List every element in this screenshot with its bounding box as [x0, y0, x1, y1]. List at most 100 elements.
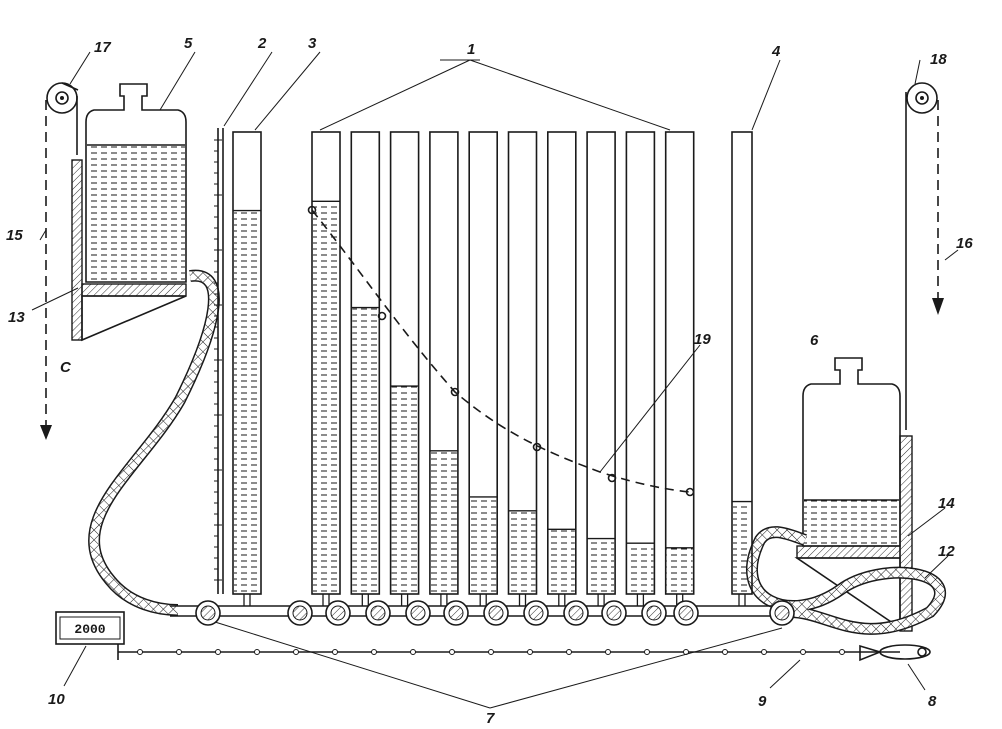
label-5: 5	[184, 35, 193, 52]
measuring-tubes	[195, 131, 795, 626]
callout-labels: 1 2 3 4 5 6 7 8 9 10 12 13 14 15 16 17 1…	[6, 35, 973, 727]
label-14: 14	[938, 495, 955, 512]
pull-handle	[859, 644, 931, 662]
indicator-tube	[232, 131, 262, 595]
label-8: 8	[928, 693, 937, 710]
row-tube-3	[389, 131, 420, 595]
rod-bead	[761, 649, 767, 655]
rod-bead	[839, 649, 845, 655]
row-tube-1	[311, 131, 341, 595]
valve-core-11	[646, 605, 662, 621]
right-tube	[731, 131, 753, 595]
rod-bead	[644, 649, 650, 655]
rod-bead	[722, 649, 728, 655]
label-3: 3	[308, 35, 317, 52]
row-tube-3-water	[391, 386, 418, 594]
rod-bead	[332, 649, 338, 655]
row-tube-9-water	[627, 543, 654, 594]
row-tube-8-water	[588, 538, 615, 594]
left-vessel	[85, 83, 187, 283]
rod-bead	[293, 649, 299, 655]
left-shelf	[81, 283, 187, 297]
valve-core-7	[488, 605, 504, 621]
valve-core-12	[678, 605, 694, 621]
row-tube-10	[664, 131, 695, 595]
left-shelf-bracket	[81, 295, 187, 342]
left-rail	[71, 159, 83, 341]
row-tube-7-water	[548, 529, 575, 594]
valve-core-3	[330, 605, 346, 621]
right-shelf-bracket	[794, 557, 901, 630]
curve-markers	[307, 205, 695, 497]
right-hose-braid	[747, 527, 945, 634]
valve-core-10	[606, 605, 622, 621]
leader-lines	[31, 51, 959, 709]
rod-bead	[449, 649, 455, 655]
label-17: 17	[94, 39, 111, 56]
rod-bead	[410, 649, 416, 655]
valve-core-1	[200, 605, 216, 621]
rod-bead	[488, 649, 494, 655]
valve-core-4	[370, 605, 386, 621]
right-rail	[899, 435, 913, 632]
label-12: 12	[938, 543, 955, 560]
row-tube-10-water	[666, 547, 693, 594]
valve-core-2	[292, 605, 308, 621]
rod-bead	[176, 649, 182, 655]
label-16: 16	[956, 235, 973, 252]
rod-bead	[605, 649, 611, 655]
left-descent-arrow	[40, 425, 52, 440]
row-tube-6-water	[509, 510, 536, 594]
label-7: 7	[486, 710, 495, 727]
right-pulley	[906, 82, 938, 114]
label-4: 4	[771, 43, 781, 60]
label-18: 18	[930, 51, 947, 68]
rod-beads	[137, 649, 845, 655]
label-2: 2	[257, 35, 267, 52]
row-tube-1-water	[313, 201, 339, 595]
rod-bead	[527, 649, 533, 655]
row-tube-2	[350, 131, 381, 595]
right-vessel-water	[804, 500, 899, 545]
label-19: 19	[694, 331, 711, 348]
rod-bead	[254, 649, 260, 655]
row-tube-9	[625, 131, 656, 595]
right-vessel	[802, 357, 901, 547]
indicator-tube-water	[234, 210, 260, 595]
valve-core-9	[568, 605, 584, 621]
valve-core-5	[410, 605, 426, 621]
pressure-curve	[311, 209, 691, 493]
right-tube-water	[733, 501, 751, 594]
row-tube-4-water	[430, 450, 457, 594]
left-cord	[61, 82, 79, 91]
row-tube-8	[586, 131, 616, 595]
counter-box: 2000	[55, 611, 125, 645]
row-tube-5	[468, 131, 499, 595]
label-1: 1	[467, 41, 475, 58]
label-13: 13	[8, 309, 25, 326]
label-10: 10	[48, 691, 65, 708]
counter-value: 2000	[74, 622, 105, 637]
right-descent-arrow	[932, 298, 944, 315]
row-tube-5-water	[470, 496, 497, 594]
rod-bead	[371, 649, 377, 655]
rod-bead	[566, 649, 572, 655]
label-15: 15	[6, 227, 23, 244]
valve-core-13	[774, 605, 790, 621]
label-9: 9	[758, 693, 767, 710]
valve-core-8	[528, 605, 544, 621]
row-tube-4	[429, 131, 459, 595]
rod-bead	[800, 649, 806, 655]
valve-core-6	[448, 605, 464, 621]
label-6: 6	[810, 332, 819, 349]
left-vessel-water	[87, 145, 185, 281]
rod-bead	[215, 649, 221, 655]
row-tube-7	[546, 131, 577, 595]
row-tube-2-water	[352, 307, 379, 594]
scale-ruler	[214, 128, 224, 594]
left-hose-braid	[89, 271, 219, 615]
right-shelf	[796, 545, 901, 559]
rod-bead	[137, 649, 143, 655]
row-tube-6	[507, 131, 538, 595]
